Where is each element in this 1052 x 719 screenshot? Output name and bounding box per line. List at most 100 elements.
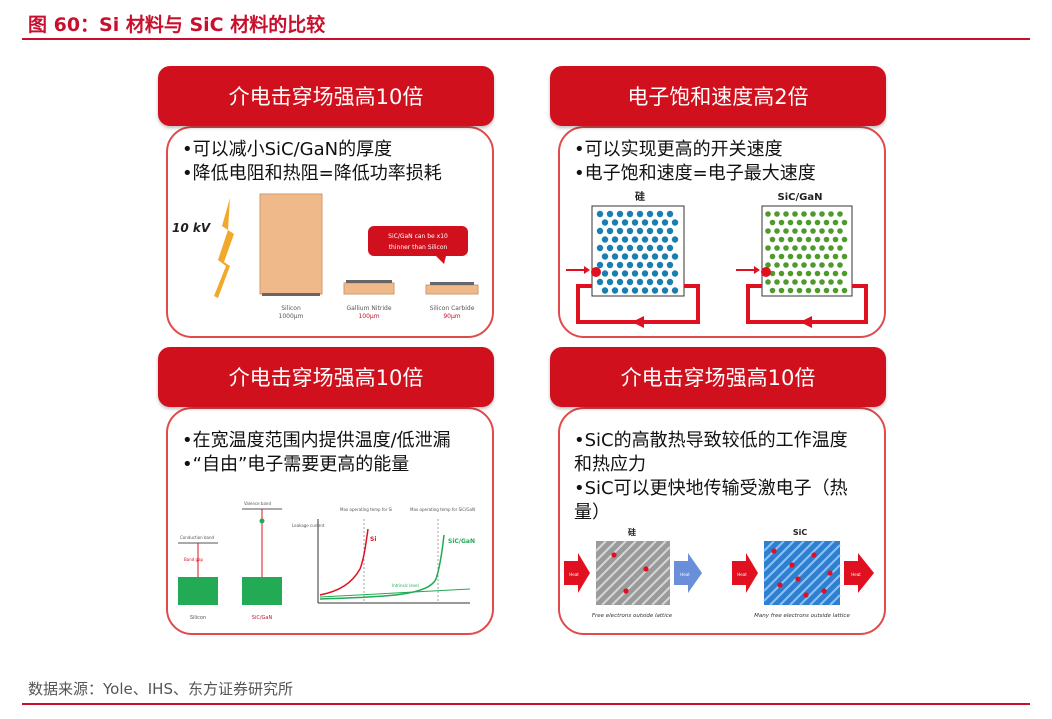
panel-bullets: •可以减小SiC/GaN的厚度 •降低电阻和热阻=降低功率损耗 xyxy=(182,138,442,186)
panel-card xyxy=(166,407,494,635)
lattice-atom xyxy=(819,245,825,251)
lattice-atom xyxy=(606,261,614,269)
lattice-atom xyxy=(796,270,803,277)
lattice-bond xyxy=(799,564,841,606)
free-electron xyxy=(789,562,795,568)
electron-sic xyxy=(761,267,771,277)
lattice-atom xyxy=(805,287,812,294)
electron-lattice-figure: 硅 SiC/GaN xyxy=(566,190,868,328)
lattice-bond xyxy=(779,544,841,606)
bandgap-temperature-figure: Conduction band Band gap Valence band Si… xyxy=(178,501,475,621)
lattice-atom xyxy=(611,287,619,294)
lattice-bond xyxy=(621,556,671,606)
lattice-atom xyxy=(778,253,785,260)
lattice-atom xyxy=(828,245,834,251)
free-electron xyxy=(795,576,801,582)
panel-banner: 介电击穿场强高10倍 xyxy=(550,347,886,407)
lattice-atom xyxy=(661,270,669,277)
lattice-atom xyxy=(841,236,848,243)
lattice-bond xyxy=(651,586,671,606)
lattice-atom xyxy=(778,236,785,243)
lattice-atom xyxy=(814,270,821,277)
lattice-atom xyxy=(631,253,639,260)
chart-annotation: Leakage current xyxy=(292,523,325,528)
sic-top xyxy=(430,282,474,285)
free-electron xyxy=(611,552,617,558)
lattice-atom xyxy=(783,262,789,268)
lattice-atom xyxy=(671,236,679,243)
source-note: 数据来源：Yole、IHS、东方证券研究所 xyxy=(28,680,293,698)
free-electron xyxy=(803,592,809,598)
lattice-atom xyxy=(774,228,780,234)
lattice-atom xyxy=(787,219,794,226)
callout-text-line2: thinner than Silicon xyxy=(389,244,448,251)
lattice-atom xyxy=(769,253,776,260)
bullet-item: •可以减小SiC/GaN的厚度 xyxy=(182,139,393,160)
chart-annotation: Max operating temp for Si xyxy=(340,507,392,512)
lattice-atom xyxy=(621,287,629,294)
lattice-atom xyxy=(805,236,812,243)
lattice-atom xyxy=(646,227,654,235)
bullet-item: •电子饱和速度=电子最大速度 xyxy=(574,163,816,184)
lattice-atom xyxy=(636,244,644,252)
bullet-item: •降低电阻和热阻=降低功率损耗 xyxy=(182,163,442,184)
lattice-atom xyxy=(621,270,629,277)
bullet-item: •SiC可以更快地传输受激电子（热量） xyxy=(574,478,848,523)
callout-pointer xyxy=(436,256,446,264)
lattice-atom xyxy=(769,236,776,243)
lightning-icon xyxy=(214,198,234,298)
lattice-atom xyxy=(796,236,803,243)
heat-in-label-si: Heat xyxy=(569,572,579,577)
lattice-atom xyxy=(792,279,798,285)
heat-out-arrow-sic xyxy=(844,553,874,593)
lattice-atom xyxy=(656,210,664,218)
lattice-atom xyxy=(837,228,843,234)
lattice-bond xyxy=(601,540,667,606)
lattice-atom xyxy=(596,261,604,269)
lattice-atom xyxy=(666,244,674,252)
heat-transport-figure: 硅 SiC Heat Heat Heat Heat Free electrons… xyxy=(564,527,874,619)
free-electron xyxy=(827,570,833,576)
lattice-atom xyxy=(616,227,624,235)
lattice-atom xyxy=(841,219,848,226)
material-label-sic: SiC/GaN xyxy=(252,615,273,621)
lattice-atoms-sic xyxy=(765,211,848,294)
lattice-atom xyxy=(616,261,624,269)
lattice-atom xyxy=(805,270,812,277)
lattice-atom xyxy=(636,210,644,218)
gan-top xyxy=(346,280,392,283)
lattice-atom xyxy=(636,278,644,286)
gan-block xyxy=(343,282,395,295)
band-label: Valence band xyxy=(244,501,271,506)
lattice-atom xyxy=(841,253,848,260)
panel-breakdown-field-thickness: 介电击穿场强高10倍 •可以减小SiC/GaN的厚度 •降低电阻和热阻=降低功率… xyxy=(158,66,498,338)
sic-block xyxy=(425,284,479,295)
lattice-atom xyxy=(823,270,830,277)
lattice-atom xyxy=(765,245,771,251)
lattice-bond xyxy=(595,540,657,602)
intrinsic-level-line xyxy=(319,588,471,598)
lattice-atom xyxy=(774,262,780,268)
lattice-atom xyxy=(832,270,839,277)
lattice-bond xyxy=(595,540,617,562)
lattice-atom xyxy=(828,279,834,285)
free-electrons-si xyxy=(611,552,649,594)
lattice-atom xyxy=(810,245,816,251)
lattice-atom xyxy=(819,262,825,268)
lattice-atom xyxy=(666,278,674,286)
lattice-atom xyxy=(832,253,839,260)
lattice-bond xyxy=(763,540,815,592)
lattice-atom xyxy=(765,211,771,217)
panel-banner: 介电击穿场强高10倍 xyxy=(158,347,494,407)
lattice-atom xyxy=(787,253,794,260)
lattice-atom xyxy=(671,270,679,277)
lattice-atom xyxy=(787,270,794,277)
lattice-atom xyxy=(641,287,649,294)
lattice-atom xyxy=(646,278,654,286)
free-electron xyxy=(777,582,783,588)
lattice-atom xyxy=(810,279,816,285)
loop-arrow-si xyxy=(632,316,644,328)
lattice-atom xyxy=(774,211,780,217)
lattice-atom xyxy=(626,210,634,218)
lattice-atom xyxy=(606,244,614,252)
